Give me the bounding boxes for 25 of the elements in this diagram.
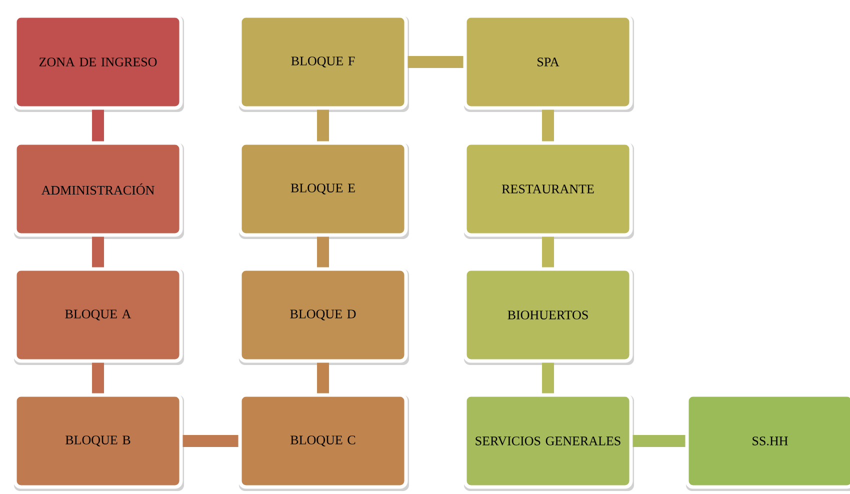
process-box: ZONA DE INGRESO (13, 14, 183, 110)
process-box: BLOQUE B (13, 393, 183, 489)
process-box: SS.HH (685, 393, 850, 489)
process-box: BLOQUE C (238, 393, 408, 489)
connector-bar (317, 362, 329, 394)
process-box: BLOQUE F (238, 14, 408, 110)
connector-bar (182, 435, 238, 447)
connector-bar (92, 236, 104, 268)
connector-bar (542, 110, 554, 142)
connector-bar (92, 362, 104, 394)
process-box: RESTAURANTE (463, 141, 633, 237)
connector-bar (408, 56, 464, 68)
process-box: BLOQUE A (13, 267, 183, 363)
process-box: ADMINISTRACIÓN (13, 141, 183, 237)
connector-bar (317, 236, 329, 268)
process-box: BLOQUE E (238, 141, 408, 237)
connector-bar (542, 362, 554, 394)
process-box: SPA (463, 14, 633, 110)
process-box: BIOHUERTOS (463, 267, 633, 363)
connector-bar (92, 110, 104, 142)
process-box: SERVICIOS GENERALES (463, 393, 633, 489)
connector-bar (542, 236, 554, 268)
connector-bar (632, 435, 686, 447)
connector-bar (317, 110, 329, 142)
process-box: BLOQUE D (238, 267, 408, 363)
